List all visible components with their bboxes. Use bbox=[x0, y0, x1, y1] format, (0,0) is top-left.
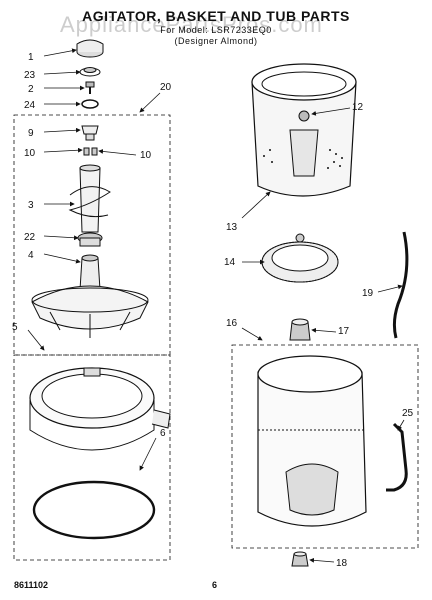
model-line: For Model: LSR7233EQ0 bbox=[160, 25, 272, 35]
agitator-cap-part bbox=[76, 39, 104, 58]
cap-seal-part bbox=[79, 67, 101, 77]
tub-ring-box bbox=[13, 354, 171, 561]
finish-line: (Designer Almond) bbox=[174, 36, 258, 46]
agitator-top-part bbox=[81, 125, 99, 141]
footer-code: 8611102 bbox=[14, 580, 49, 590]
callout-12: 12 bbox=[352, 102, 364, 113]
page-number: 6 bbox=[212, 580, 218, 590]
callout-23: 23 bbox=[24, 70, 36, 81]
callout-22: 22 bbox=[24, 232, 36, 243]
callout-10-right: 10 bbox=[140, 150, 152, 161]
callout-6: 6 bbox=[160, 428, 166, 439]
outer-tub-box bbox=[231, 344, 419, 549]
agitator-dogs-part bbox=[83, 147, 98, 156]
callout-4: 4 bbox=[28, 250, 34, 261]
watermark: AppliancePartsPros.com bbox=[60, 12, 323, 37]
clutch-part bbox=[77, 232, 103, 247]
callout-18: 18 bbox=[336, 558, 348, 569]
callout-13: 13 bbox=[226, 222, 238, 233]
o-ring-part bbox=[81, 99, 99, 109]
callout-2: 2 bbox=[28, 84, 34, 95]
callout-1: 1 bbox=[28, 52, 34, 63]
outer-tub-part bbox=[257, 355, 367, 527]
callout-24: 24 bbox=[24, 100, 36, 111]
leader-lines bbox=[27, 48, 405, 563]
callout-5: 5 bbox=[12, 322, 18, 333]
hose-part bbox=[392, 231, 409, 339]
callout-14: 14 bbox=[224, 257, 236, 268]
callout-10-left: 10 bbox=[24, 148, 36, 159]
wash-basket-part bbox=[251, 63, 357, 197]
auger-part bbox=[68, 164, 111, 233]
diagram-title: AGITATOR, BASKET AND TUB PARTS bbox=[82, 8, 350, 24]
tub-ring-part bbox=[29, 367, 171, 451]
callout-19: 19 bbox=[362, 288, 374, 299]
drain-hose-part bbox=[386, 422, 408, 492]
callout-20: 20 bbox=[160, 82, 172, 93]
callout-labels: 1 23 2 24 20 9 10 10 3 22 4 5 6 12 13 14… bbox=[12, 52, 414, 569]
agitator-base-part bbox=[31, 254, 149, 338]
callout-25: 25 bbox=[402, 408, 414, 419]
callout-17: 17 bbox=[338, 326, 350, 337]
spanner-nut-part bbox=[289, 318, 311, 341]
bolt-part bbox=[85, 81, 95, 94]
callout-9: 9 bbox=[28, 128, 34, 139]
callout-3: 3 bbox=[28, 200, 34, 211]
callout-16: 16 bbox=[226, 318, 238, 329]
tub-gasket-part bbox=[32, 480, 156, 540]
tub-nut-part bbox=[291, 551, 309, 567]
drive-hub-part bbox=[261, 233, 339, 283]
